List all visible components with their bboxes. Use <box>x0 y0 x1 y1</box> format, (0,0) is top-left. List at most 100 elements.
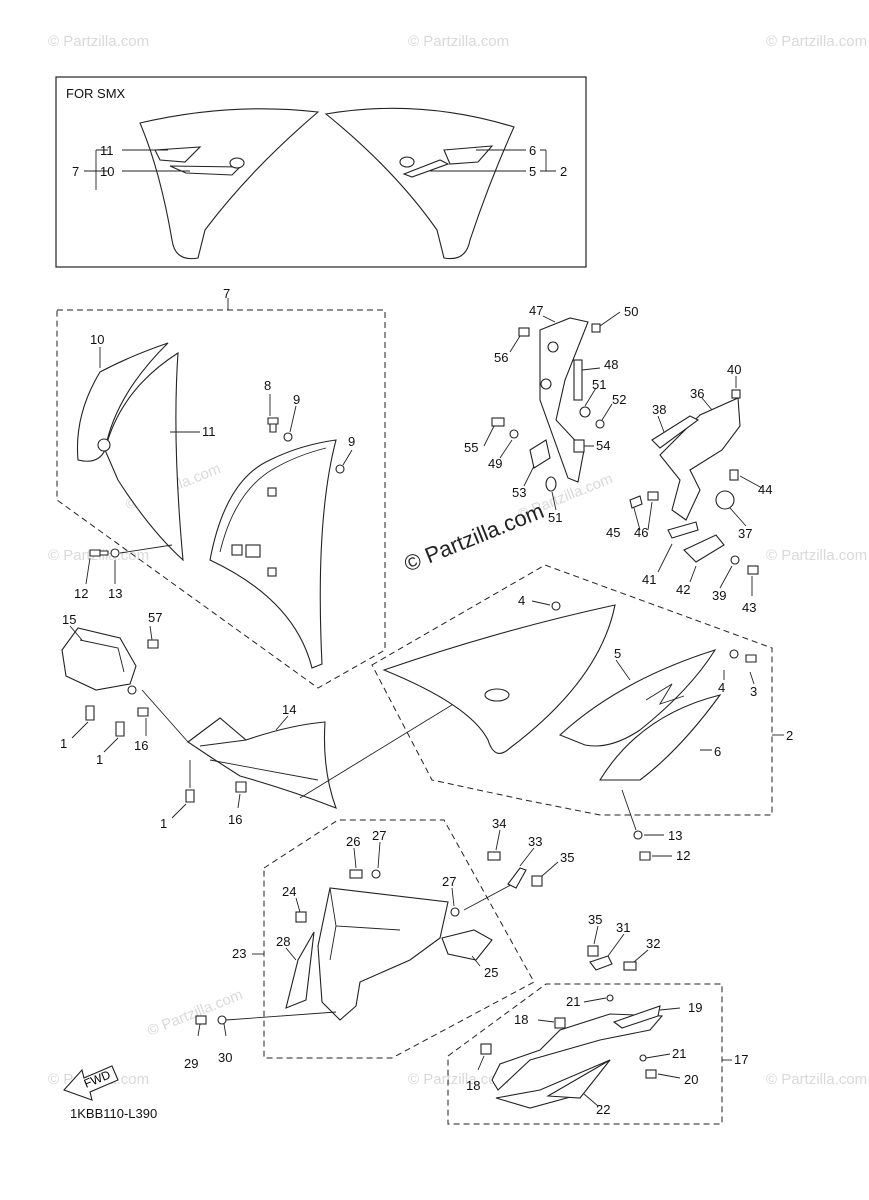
callout-43: 43 <box>742 600 756 615</box>
washer-30 <box>217 1015 227 1025</box>
callout-34: 34 <box>492 816 506 831</box>
washer-52 <box>595 419 605 429</box>
bolt-46 <box>647 491 659 501</box>
inner-cowling-duct <box>245 544 261 558</box>
part-31-bracket <box>589 955 613 971</box>
bolt-34 <box>487 851 501 861</box>
part-11-hole <box>97 438 111 452</box>
smx-box-title: FOR SMX <box>66 86 126 101</box>
callout-2: 2 <box>786 728 793 743</box>
smx-right-leaders <box>430 149 556 172</box>
callout-19: 19 <box>688 1000 702 1015</box>
part-15-leaders <box>69 625 153 641</box>
bolt-12-right <box>639 851 651 861</box>
part-28-panel <box>285 931 315 1009</box>
bolt-12-left <box>89 549 109 557</box>
watermark-mid-right: © Partzilla.com <box>766 547 867 564</box>
washer-9-a <box>283 432 293 442</box>
part-54 <box>573 439 585 453</box>
nut-35-b <box>587 945 599 957</box>
washer-21-b <box>639 1054 647 1062</box>
part-47-hole-1 <box>547 341 559 353</box>
watermark-top-left: © Partzilla.com <box>48 33 149 50</box>
washer-45 <box>629 495 643 509</box>
washer-13-right <box>633 830 643 840</box>
screw-56 <box>518 327 530 337</box>
part-48-strip <box>573 359 583 401</box>
callout-28: 28 <box>276 934 290 949</box>
callout-51-a: 51 <box>592 377 606 392</box>
bolt-29 <box>195 1015 207 1025</box>
washer-49 <box>509 429 519 439</box>
under-cover-23 <box>317 887 449 1021</box>
part-14-edges <box>199 739 319 781</box>
screw-1-c <box>185 789 195 803</box>
callout-14: 14 <box>282 702 296 717</box>
callout-12-left: 12 <box>74 586 88 601</box>
part-10-11-leaders <box>99 347 200 433</box>
collar-51-b <box>545 476 557 492</box>
callout-25: 25 <box>484 965 498 980</box>
bolt-32 <box>623 961 637 971</box>
washer-13-left <box>110 548 120 558</box>
callout-51-b: 51 <box>548 510 562 525</box>
callout-7-smx: 7 <box>72 164 79 179</box>
cover-to-panel-leader <box>299 699 461 799</box>
inner-cowling-clip-2 <box>267 487 277 497</box>
inner-cowling-clip-3 <box>267 567 277 577</box>
callout-1-a: 1 <box>60 736 67 751</box>
callout-40: 40 <box>727 362 741 377</box>
bolt-12-13-left-leaders <box>85 544 173 585</box>
screw-1c-16b-leaders <box>171 760 241 819</box>
nut-24 <box>295 911 307 923</box>
smx-box: FOR SMX 11 10 7 6 5 2 <box>55 76 587 268</box>
part-6-logo <box>645 683 685 705</box>
callout-47: 47 <box>529 303 543 318</box>
part-19-strip <box>612 1005 661 1029</box>
smx-left-decal-11 <box>154 146 202 163</box>
group-23-leaders <box>197 841 521 1037</box>
callout-33: 33 <box>528 834 542 849</box>
callout-10: 10 <box>90 332 104 347</box>
part-6-decal <box>599 694 722 781</box>
nut-50 <box>591 323 601 333</box>
fwd-arrow-shape <box>63 1065 119 1101</box>
part-53-clip <box>529 439 551 469</box>
washer-27-b <box>450 907 460 917</box>
part-41-clip <box>667 521 699 539</box>
callout-27-a: 27 <box>372 828 386 843</box>
callout-49: 49 <box>488 456 502 471</box>
bolt-26 <box>349 869 363 879</box>
callout-35-b: 35 <box>588 912 602 927</box>
part-25-pad <box>441 929 493 961</box>
smx-left-leaders <box>84 149 190 190</box>
nut-35-a <box>531 875 543 887</box>
group-17-boundary <box>447 983 723 1125</box>
callout-24: 24 <box>282 884 296 899</box>
callout-5-smx: 5 <box>529 164 536 179</box>
callout-3: 3 <box>750 684 757 699</box>
callout-26: 26 <box>346 834 360 849</box>
nut-18-a <box>554 1017 566 1029</box>
group-2-boundary <box>371 564 773 816</box>
lower-side-panel-17 <box>491 1013 664 1091</box>
part-5-decal <box>558 649 717 747</box>
part-42-bracket <box>683 534 725 563</box>
callout-36: 36 <box>690 386 704 401</box>
screw-16-b <box>235 781 247 793</box>
bolt-8-9-leaders <box>269 394 353 466</box>
callout-20: 20 <box>684 1072 698 1087</box>
callout-9-b: 9 <box>348 434 355 449</box>
callout-38: 38 <box>652 402 666 417</box>
washer-9-b <box>335 464 345 474</box>
smx-box-frame <box>55 76 587 268</box>
smx-right-decal-6 <box>443 145 494 165</box>
bolt-20 <box>645 1069 657 1079</box>
watermark-bottom-center: © Partzilla.com <box>408 1071 509 1088</box>
callout-13-left: 13 <box>108 586 122 601</box>
smx-left-side-panel <box>139 108 320 260</box>
nut-40 <box>731 389 741 399</box>
callout-17: 17 <box>734 1052 748 1067</box>
callout-23: 23 <box>232 946 246 961</box>
bracket-36-leaders <box>633 376 763 596</box>
